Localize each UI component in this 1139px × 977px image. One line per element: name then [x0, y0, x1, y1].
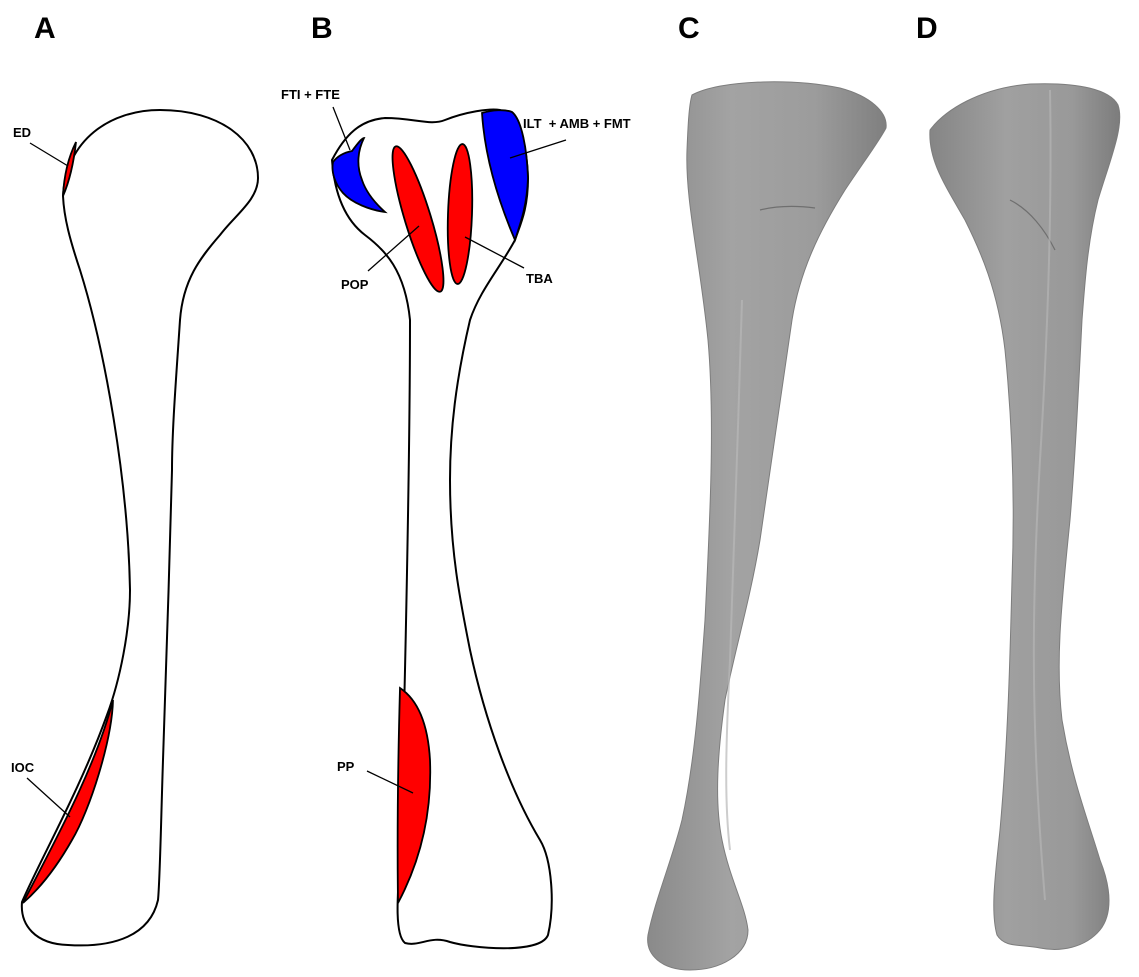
bone-outline-a: [22, 110, 258, 945]
panel-a-outline: ED IOC: [11, 110, 258, 945]
ilt-amb-fmt-label: ILT + AMB + FMT: [523, 116, 631, 131]
panel-label-d: D: [916, 12, 938, 45]
panel-label-b: B: [311, 12, 333, 45]
panel-d-render: [930, 84, 1120, 950]
panel-c-render: [648, 82, 886, 970]
bone-render-d: [930, 84, 1120, 950]
ed-label: ED: [13, 125, 31, 140]
tba-label: TBA: [526, 271, 553, 286]
ioc-label: IOC: [11, 760, 35, 775]
bone-outline-b: [332, 109, 552, 948]
ed-leader-line: [30, 143, 68, 166]
panel-label-a: A: [34, 12, 56, 45]
panel-b-outline: FTI + FTE POP TBA ILT + AMB + FMT PP: [281, 87, 631, 948]
panel-label-c: C: [678, 12, 700, 45]
ioc-leader-line: [27, 778, 70, 817]
pp-label: PP: [337, 759, 355, 774]
fti-fte-label: FTI + FTE: [281, 87, 340, 102]
bone-render-c: [648, 82, 886, 970]
pop-label: POP: [341, 277, 369, 292]
